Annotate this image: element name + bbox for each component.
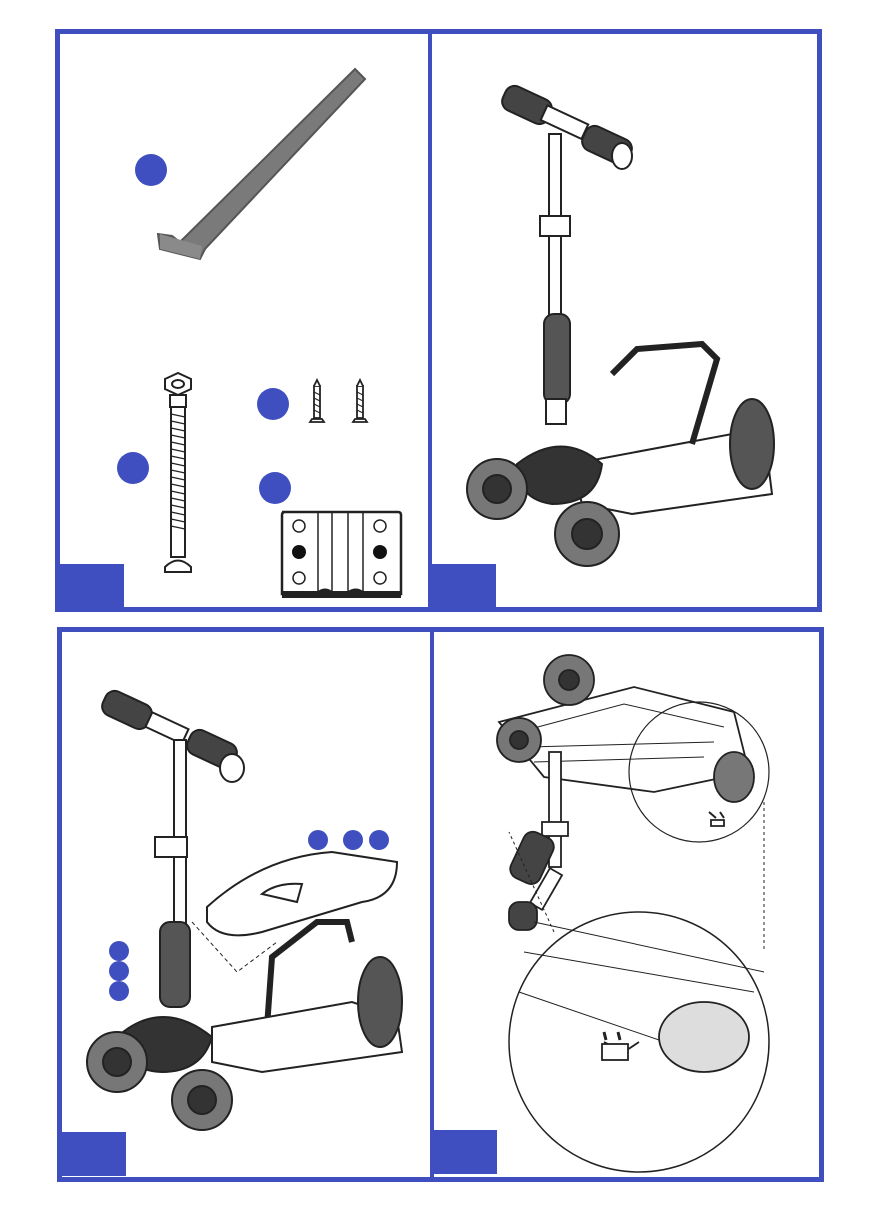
part-marker-stem-2 xyxy=(109,961,129,981)
underside-detail-panel xyxy=(434,632,820,1178)
parts-panel xyxy=(60,34,428,608)
part-marker-seat-3 xyxy=(369,830,389,850)
assembled-scooter-icon xyxy=(432,34,818,608)
bracket-plate-icon xyxy=(60,34,428,608)
assembled-scooter-panel xyxy=(432,34,818,608)
underside-detail-icon xyxy=(434,632,820,1178)
seat-attachment-panel xyxy=(62,632,430,1178)
part-marker-seat-1 xyxy=(308,830,328,850)
part-marker-stem-3 xyxy=(109,981,129,1001)
part-marker-bracket xyxy=(259,472,291,504)
part-marker-stem-1 xyxy=(109,941,129,961)
seat-attachment-icon xyxy=(62,632,430,1178)
part-marker-seat-2 xyxy=(343,830,363,850)
